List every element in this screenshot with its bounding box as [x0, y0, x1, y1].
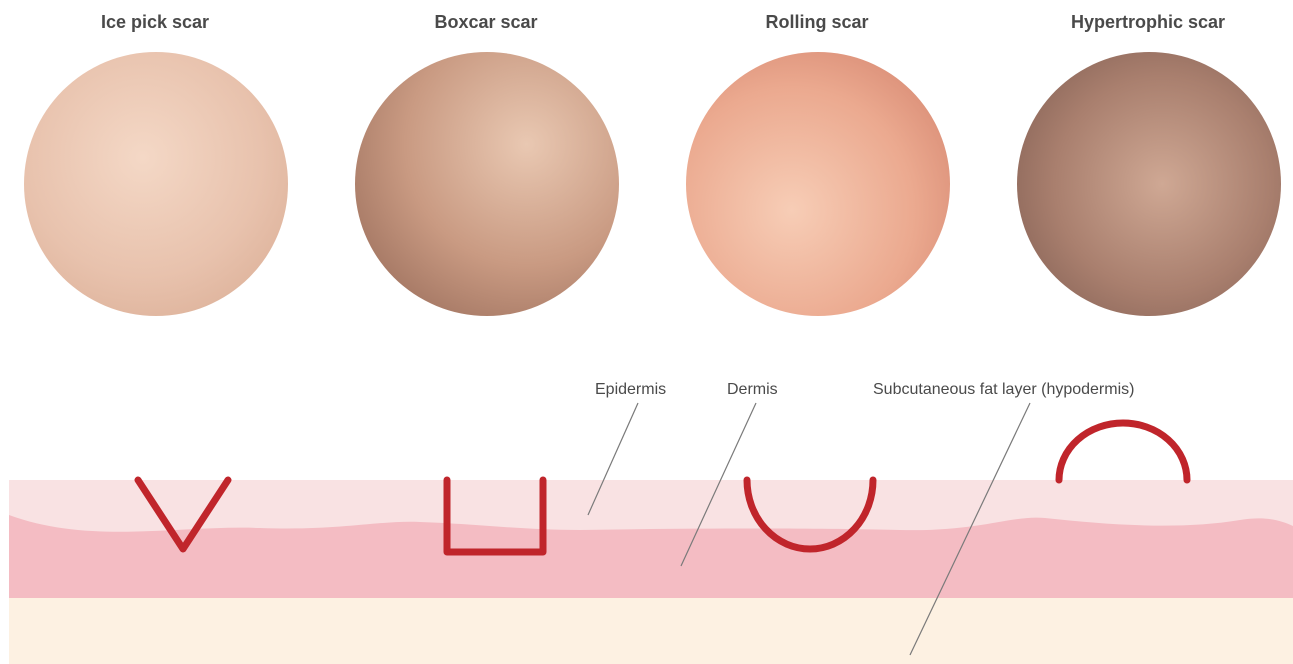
label-dermis: Dermis: [727, 381, 778, 399]
hypertrophic-scar-outline: [1059, 423, 1187, 480]
label-hypodermis: Subcutaneous fat layer (hypodermis): [873, 381, 1134, 399]
label-epidermis: Epidermis: [595, 381, 666, 399]
hypodermis-layer: [9, 598, 1293, 664]
